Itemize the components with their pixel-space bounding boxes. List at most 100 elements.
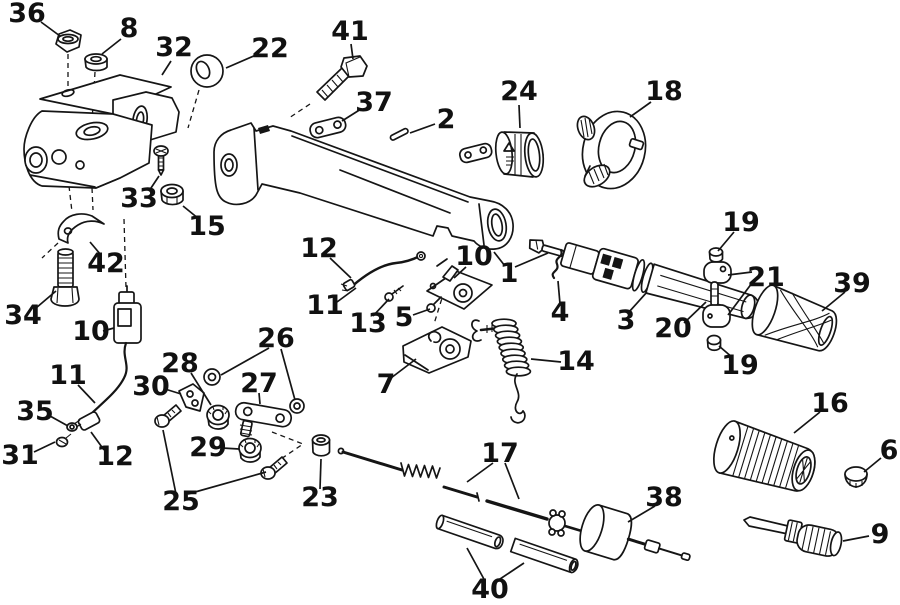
part-label-41: 41 (331, 16, 369, 47)
callout-leader-lines (33, 21, 882, 582)
part-16-twist-grip (712, 420, 816, 492)
leader-line-41 (350, 43, 354, 60)
leader-line-34 (35, 290, 57, 309)
part-25-screw-a (154, 404, 182, 428)
part-28-nut (206, 404, 230, 430)
part-20-pin (710, 281, 719, 307)
leader-line-19 (717, 231, 735, 252)
part-label-37: 37 (355, 87, 393, 118)
leader-line-9 (842, 535, 870, 542)
leader-line-19 (718, 345, 734, 359)
leader-line-7 (390, 358, 417, 379)
part-label-33: 33 (120, 183, 158, 214)
leader-line-33 (148, 175, 160, 192)
part-label-39: 39 (833, 268, 871, 299)
leader-line-30 (164, 388, 182, 395)
leader-line-25 (187, 471, 267, 495)
leader-line-23 (319, 458, 322, 490)
leader-line-22 (225, 54, 257, 69)
part-29-nut (238, 437, 262, 463)
leader-line-31 (33, 441, 56, 453)
part-label-26: 26 (257, 323, 295, 354)
part-10-stop-switch (91, 285, 142, 414)
part-12-terminal (73, 411, 101, 431)
part-label-35: 35 (16, 396, 54, 427)
leader-line-18 (629, 101, 652, 118)
leader-line-17 (466, 462, 494, 483)
leader-line-11 (336, 287, 357, 303)
part-4-link-symbol (551, 248, 563, 280)
part-label-10: 10 (455, 241, 493, 272)
part-label-8: 8 (120, 13, 139, 44)
part-26-washer-b (289, 398, 305, 414)
leader-line-11 (77, 384, 96, 404)
leader-line-10 (453, 266, 467, 279)
part-label-6: 6 (880, 435, 899, 466)
part-label-13: 13 (349, 308, 387, 339)
part-12-wire-lead (340, 251, 426, 292)
leader-line-10 (102, 327, 115, 332)
part-label-20: 20 (654, 313, 692, 344)
part-label-23: 23 (301, 482, 339, 513)
part-label-2: 2 (437, 104, 456, 135)
part-9-tool (743, 516, 843, 557)
part-label-32: 32 (155, 32, 193, 63)
part-14-spring (471, 318, 532, 424)
part-42-clamp-strap (57, 213, 105, 244)
leader-line-1 (493, 251, 506, 267)
part-label-28: 28 (161, 348, 199, 379)
leader-line-32 (161, 60, 172, 76)
leader-line-27 (258, 392, 261, 405)
part-7-bracket (402, 326, 472, 374)
leader-line-40 (496, 562, 525, 582)
part-13-screw (384, 285, 404, 302)
part-40-sleeve-a (435, 514, 504, 550)
leader-line-36 (40, 21, 61, 37)
leader-line-16 (793, 411, 821, 434)
leader-line-26 (280, 348, 296, 401)
leader-line-37 (341, 108, 362, 122)
part-25-screw-b (260, 456, 288, 480)
part-21-block-upper (703, 261, 732, 284)
part-33-screw (153, 145, 169, 176)
part-10-throttle-bracket (426, 258, 493, 310)
part-18-friction-ring (576, 110, 647, 190)
part-label-36: 36 (8, 0, 46, 29)
part-label-22: 22 (251, 33, 289, 64)
leader-line-6 (863, 457, 882, 473)
part-38-cable-drum (579, 504, 691, 562)
assembly-axis-dashes (41, 54, 448, 464)
leader-line-21 (727, 282, 753, 316)
part-40-sleeve-b (509, 537, 579, 574)
part-1-steering-handle-arm (213, 122, 514, 250)
part-label-31: 31 (1, 440, 39, 471)
part-21-block-lower (702, 304, 731, 328)
leader-line-12 (329, 257, 352, 279)
leader-line-38 (627, 505, 656, 523)
part-41-bolt (316, 55, 368, 101)
part-label-7: 7 (377, 369, 396, 400)
leader-line-1 (514, 252, 549, 268)
leader-line-35 (49, 415, 69, 427)
part-37-clamp-plate (309, 116, 347, 139)
part-31-screw (55, 433, 72, 448)
leader-line-8 (101, 38, 122, 55)
leader-line-4 (557, 280, 561, 305)
part-label-3: 3 (617, 305, 636, 336)
leader-line-5 (412, 308, 431, 316)
part-label-12: 12 (300, 233, 338, 264)
leader-line-24 (518, 104, 521, 129)
part-label-15: 15 (188, 211, 226, 242)
leader-line-14 (530, 358, 562, 363)
part-label-17: 17 (481, 438, 519, 469)
latch-plate (458, 142, 493, 164)
part-36-locknut (55, 29, 82, 53)
part-32-steering-bracket (23, 74, 180, 189)
part-label-10: 10 (72, 316, 110, 347)
part-label-1: 1 (500, 258, 519, 289)
part-label-14: 14 (557, 346, 595, 377)
part-label-12: 12 (96, 441, 134, 472)
part-label-21: 21 (747, 262, 785, 293)
